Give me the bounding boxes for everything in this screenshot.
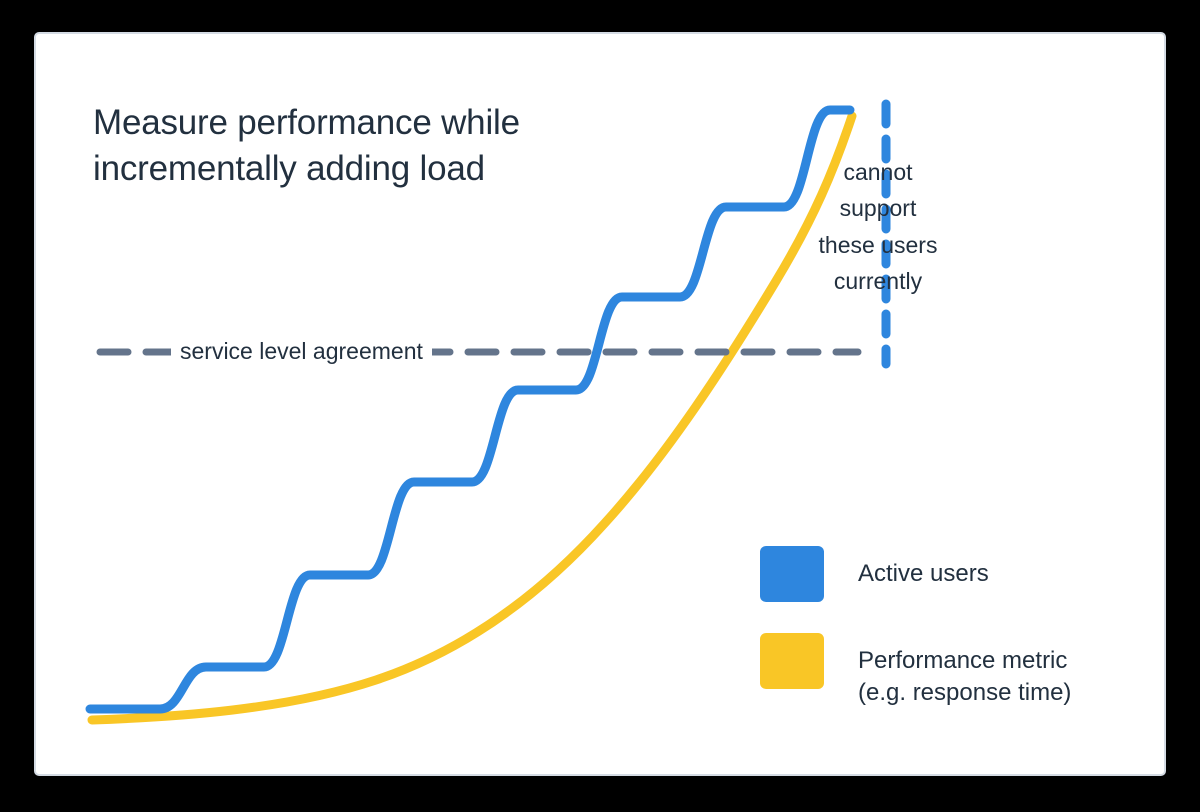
legend-label-performance-metric: Performance metric (e.g. response time) bbox=[858, 647, 1072, 707]
page-title: Measure performance while incrementally … bbox=[93, 103, 520, 189]
chart-plot-area bbox=[85, 99, 891, 725]
legend-label-active-users: Active users bbox=[858, 560, 989, 587]
legend-swatch-active-users bbox=[760, 546, 824, 602]
chart-legend: Active users Performance metric (e.g. re… bbox=[760, 546, 1140, 740]
series-active-users-line bbox=[85, 105, 855, 714]
legend-swatch-performance-metric bbox=[760, 633, 824, 689]
capacity-annotation: cannot support these users currently bbox=[818, 159, 938, 294]
sla-label: service level agreement bbox=[171, 337, 432, 365]
series-performance-metric-line bbox=[87, 111, 857, 725]
legend-item-active-users: Active users bbox=[760, 546, 1140, 602]
chart-card: Measure performance while incrementally … bbox=[34, 32, 1166, 776]
legend-item-performance-metric: Performance metric (e.g. response time) bbox=[760, 633, 1140, 709]
